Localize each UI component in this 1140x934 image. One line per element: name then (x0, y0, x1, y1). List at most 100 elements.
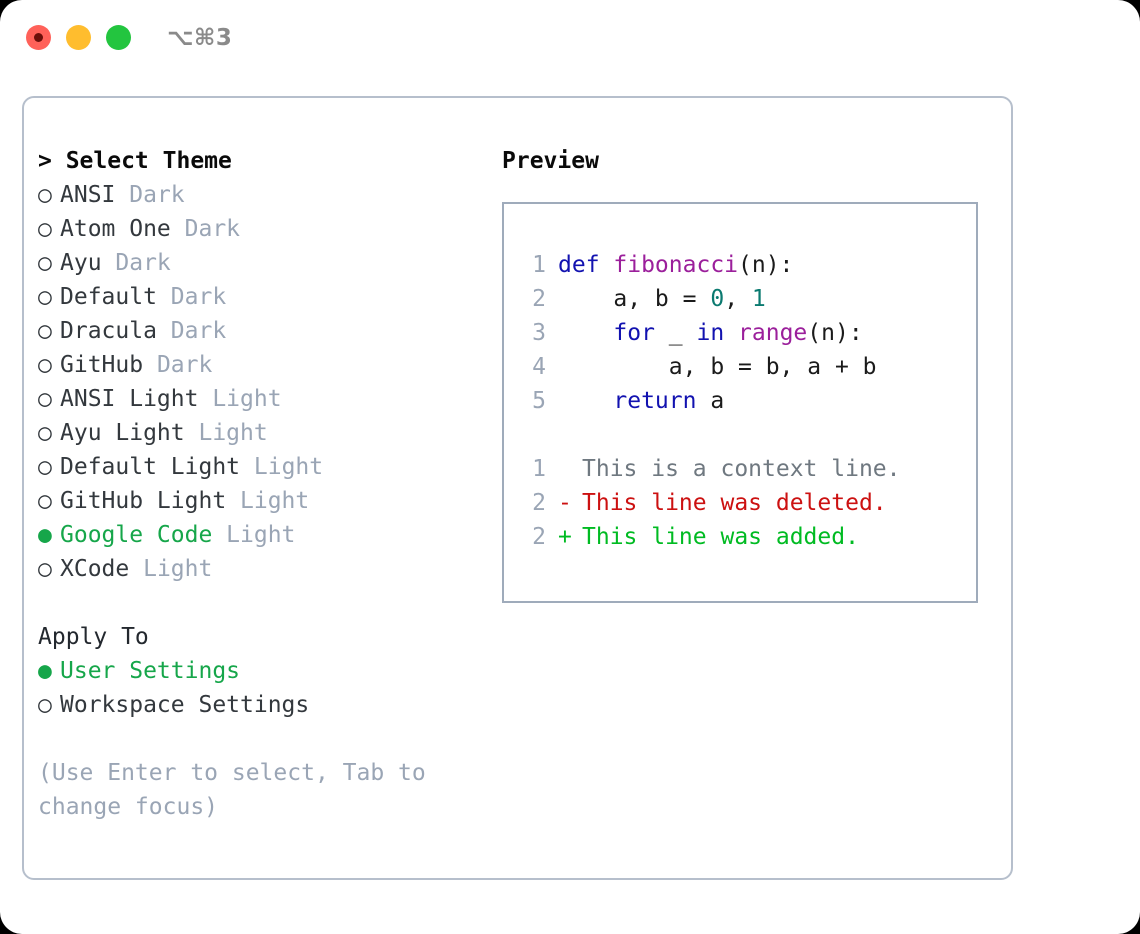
code-token: a, b = b, a + b (558, 354, 877, 380)
code-token: fibonacci (613, 252, 739, 278)
theme-option[interactable]: ○ GitHub Dark (38, 348, 468, 382)
page-title: > Select Theme (38, 148, 232, 174)
apply-to-option-name: Workspace Settings (60, 692, 310, 718)
apply-to-heading: Apply To (38, 624, 149, 650)
code-token: _ (654, 320, 697, 346)
theme-option[interactable]: ● Google Code Light (38, 518, 468, 552)
apply-to-option[interactable]: ●User Settings (38, 654, 468, 688)
theme-option-name: Default Light (60, 454, 254, 480)
radio-unselected-icon: ○ (38, 488, 52, 514)
code-token (724, 320, 738, 346)
line-number: 2 (532, 286, 546, 312)
code-token (558, 388, 613, 414)
radio-unselected-icon: ○ (38, 454, 52, 480)
theme-option-name: GitHub (60, 352, 157, 378)
theme-option-variant: Light (198, 420, 268, 446)
theme-option[interactable]: ○ Default Light Light (38, 450, 468, 484)
theme-option[interactable]: ○ Dracula Dark (38, 314, 468, 348)
theme-option-variant: Light (143, 556, 213, 582)
theme-option[interactable]: ○ Ayu Light Light (38, 416, 468, 450)
code-token: 0 (710, 286, 725, 312)
theme-option-variant: Dark (115, 250, 171, 276)
code-spacer (518, 418, 901, 452)
theme-option-name: Ayu (60, 250, 116, 276)
theme-option-name: Dracula (60, 318, 171, 344)
radio-unselected-icon: ○ (38, 420, 52, 446)
radio-unselected-icon: ○ (38, 284, 52, 310)
code-line: 2 a, b = 0, 1 (518, 282, 901, 316)
code-token: , (724, 286, 752, 312)
keyboard-shortcut-label: ⌥⌘3 (167, 25, 233, 51)
theme-option[interactable]: ○ Atom One Dark (38, 212, 468, 246)
code-token: a, b = (558, 286, 711, 312)
theme-option[interactable]: ○Default Dark (38, 280, 468, 314)
theme-option-variant: Dark (184, 216, 241, 242)
code-token: (n): (807, 320, 863, 346)
apply-to-list[interactable]: ●User Settings ○ Workspace Settings (38, 654, 468, 722)
radio-unselected-icon: ○ (38, 386, 52, 412)
radio-unselected-icon: ○ (38, 352, 52, 378)
theme-option-name: Google Code (60, 522, 227, 548)
theme-option[interactable]: ○GitHub Light Light (38, 484, 468, 518)
theme-option-name: ANSI Light (60, 386, 213, 412)
line-number: 2 (532, 490, 546, 516)
diff-line: 2-This line was deleted. (518, 486, 901, 520)
code-line: 3 for _ in range(n): (518, 316, 901, 350)
theme-option[interactable]: ○ XCode Light (38, 552, 468, 586)
code-line: 1 def fibonacci(n): (518, 248, 901, 282)
theme-option-variant: Dark (156, 352, 213, 378)
diff-marker: - (558, 490, 572, 516)
maximize-button[interactable] (106, 25, 131, 50)
radio-unselected-icon: ○ (38, 250, 52, 276)
preview-title: Preview (502, 148, 599, 174)
code-token: 1 (751, 286, 766, 312)
radio-unselected-icon: ○ (38, 182, 52, 208)
theme-option-variant: Light (253, 454, 324, 480)
window-controls (26, 25, 131, 50)
line-number: 5 (532, 388, 546, 414)
theme-option-variant: Dark (170, 318, 227, 344)
radio-selected-icon: ● (38, 658, 52, 684)
code-line: 4 a, b = b, a + b (518, 350, 901, 384)
code-line: 5 return a (518, 384, 901, 418)
radio-unselected-icon: ○ (38, 216, 52, 242)
code-token: (n): (738, 252, 794, 278)
line-number: 3 (532, 320, 546, 346)
diff-text: This line was deleted. (582, 490, 887, 516)
diff-marker (558, 452, 582, 486)
diff-line: 2+This line was added. (518, 520, 901, 554)
radio-unselected-icon: ○ (38, 318, 52, 344)
diff-line: 1 This is a context line. (518, 452, 901, 486)
diff-marker: + (558, 524, 572, 550)
theme-option[interactable]: ○ Ayu Dark (38, 246, 468, 280)
code-token: for (613, 320, 655, 346)
radio-unselected-icon: ○ (38, 692, 52, 718)
theme-option-variant: Dark (170, 284, 227, 310)
code-token: return (613, 388, 697, 414)
line-number: 4 (532, 354, 546, 380)
theme-option-variant: Light (240, 488, 310, 514)
radio-selected-icon: ● (38, 522, 52, 548)
radio-unselected-icon: ○ (38, 556, 52, 582)
close-button[interactable] (26, 25, 51, 50)
diff-text: This is a context line. (582, 456, 901, 482)
apply-to-option[interactable]: ○ Workspace Settings (38, 688, 468, 722)
theme-picker-column: > Select Theme ○ANSI Dark○Atom One Dark○… (38, 144, 468, 824)
theme-option-name: Ayu Light (60, 420, 199, 446)
theme-option-variant: Light (226, 522, 296, 548)
line-number: 1 (532, 252, 546, 278)
code-token: in (696, 320, 725, 346)
theme-option-variant: Dark (129, 182, 185, 208)
theme-option[interactable]: ○ANSI Dark (38, 178, 468, 212)
theme-list[interactable]: ○ANSI Dark○Atom One Dark○Ayu Dark○Defaul… (38, 178, 468, 586)
theme-option[interactable]: ○ANSI Light Light (38, 382, 468, 416)
minimize-button[interactable] (66, 25, 91, 50)
code-token: def (558, 252, 614, 278)
theme-option-name: XCode (60, 556, 144, 582)
line-number: 2 (532, 524, 546, 550)
line-number: 1 (532, 456, 546, 482)
theme-option-name: Atom One (60, 216, 185, 242)
keyboard-hint: (Use Enter to select, Tab to change focu… (38, 760, 426, 820)
